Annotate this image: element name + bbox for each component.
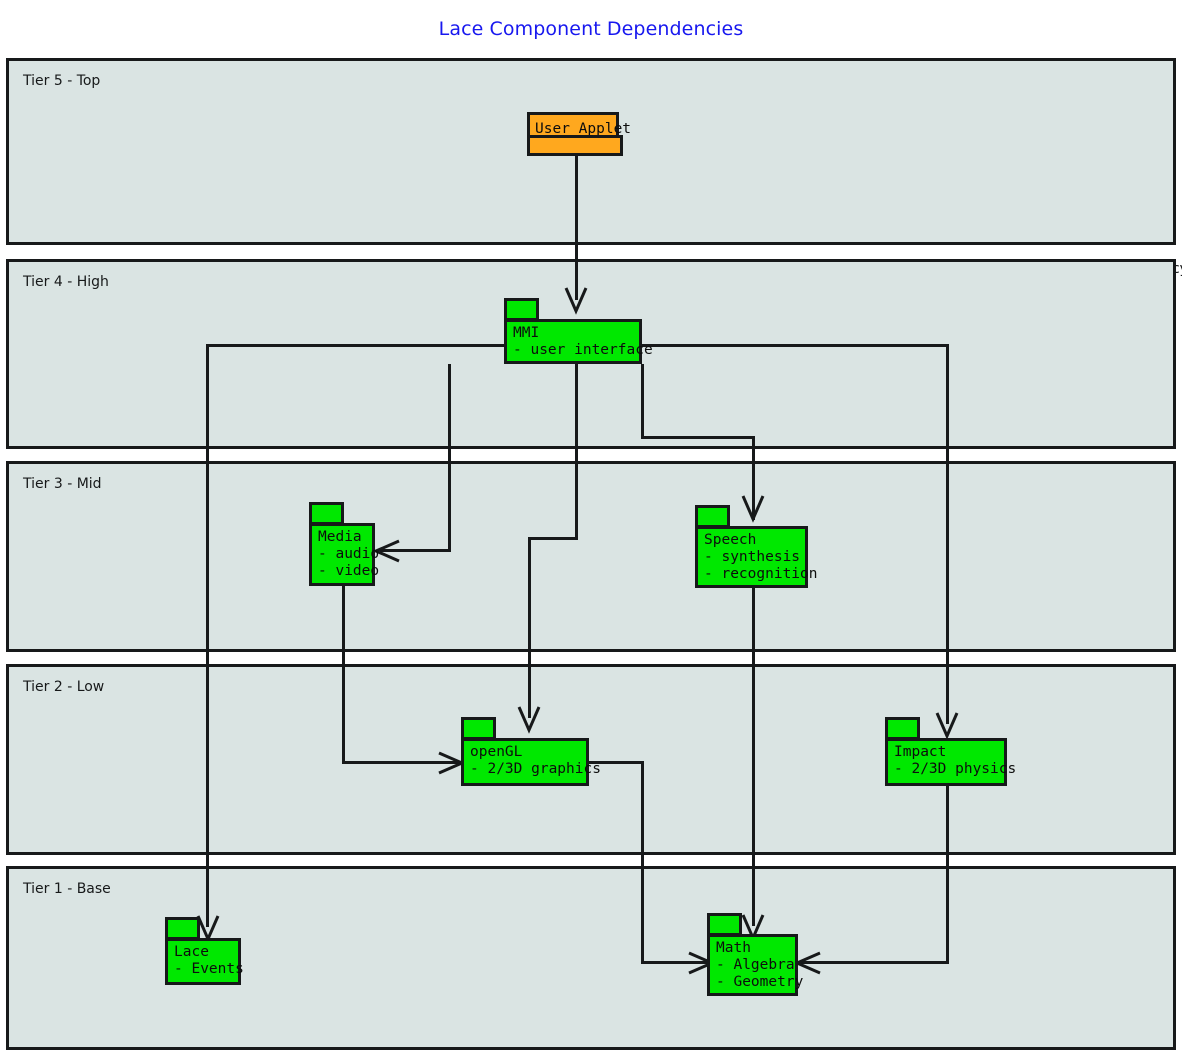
package-tab [461, 717, 496, 740]
component-detail: - 2/3D physics [894, 761, 1017, 777]
component-name: Speech [704, 532, 757, 548]
edge-mmi-impact-vertical [946, 344, 949, 724]
component-media[interactable]: Media - audio - video [309, 502, 380, 586]
edge-mmi-speech-vertical [752, 436, 755, 520]
component-name: Math [716, 940, 751, 956]
component-user-applet[interactable]: User Applet [527, 112, 631, 156]
component-detail: - video [318, 563, 380, 579]
package-tab [309, 502, 344, 525]
edge-opengl-math-vertical [641, 761, 644, 964]
package-body: Media - audio - video [309, 523, 380, 586]
component-detail: - Events [174, 961, 244, 977]
edge-mmi-speech-stub [641, 364, 644, 439]
arrowhead-mmi-speech [741, 495, 765, 523]
component-detail: - recognition [704, 566, 818, 582]
edge-mmi-lace-vertical [206, 344, 209, 927]
edge-mmi-media-vertical [448, 364, 451, 552]
page-title: Lace Component Dependencies [438, 18, 744, 40]
package-tab [695, 505, 730, 528]
package-tab [165, 917, 200, 940]
component-detail: - Algebra [716, 957, 795, 973]
component-detail: - 2/3D graphics [470, 761, 601, 777]
package-tab [885, 717, 920, 740]
edge-mmi-opengl-vertical-lower [528, 537, 531, 718]
edge-mmi-media-horizontal [380, 549, 451, 552]
arrowhead-userapplet-mmi [564, 287, 588, 315]
package-body: openGL - 2/3D graphics [461, 738, 601, 786]
arrowhead-mmi-impact [935, 712, 959, 740]
component-name: Impact [894, 744, 947, 760]
component-name: openGL [470, 744, 523, 760]
package-tab [707, 913, 742, 936]
component-detail: - user interface [513, 342, 653, 358]
arrowhead-mmi-media [372, 539, 400, 563]
edge-impact-math-horizontal [800, 961, 949, 964]
arrowhead-mmi-opengl [517, 706, 541, 734]
component-lace[interactable]: Lace - Events [165, 917, 244, 985]
package-body: MMI - user interface [504, 319, 653, 364]
component-name: Lace [174, 944, 209, 960]
tier-container-mid: Tier 3 - Mid [6, 461, 1176, 652]
edge-speech-math-vertical [752, 586, 755, 926]
component-mmi[interactable]: MMI - user interface [504, 298, 653, 364]
component-detail: - Geometry [716, 974, 804, 990]
component-math[interactable]: Math - Algebra - Geometry [707, 913, 804, 996]
package-body: Impact - 2/3D physics [885, 738, 1017, 786]
tier-label-top: Tier 5 - Top [23, 73, 101, 89]
component-detail: - synthesis [704, 549, 801, 565]
component-speech[interactable]: Speech - synthesis - recognition [695, 505, 818, 588]
component-name: MMI [513, 325, 540, 341]
package-body: Speech - synthesis - recognition [695, 526, 818, 588]
component-name: Media [318, 529, 362, 545]
tier-label-high: Tier 4 - High [23, 274, 109, 290]
component-detail: - audio [318, 546, 380, 562]
package-body: Math - Algebra - Geometry [707, 934, 804, 996]
edge-mmi-west-horizontal [206, 344, 506, 347]
component-name: User Applet [535, 121, 632, 137]
component-opengl[interactable]: openGL - 2/3D graphics [461, 717, 601, 786]
edge-media-opengl-vertical [342, 584, 345, 763]
tier-label-mid: Tier 3 - Mid [23, 476, 102, 492]
tier-label-low: Tier 2 - Low [23, 679, 105, 695]
edge-media-opengl-horizontal [342, 761, 460, 764]
edge-mmi-opengl-horizontal [528, 537, 578, 540]
edge-mmi-speech-horizontal [641, 436, 755, 439]
tier-label-base: Tier 1 - Base [23, 881, 111, 897]
edge-mmi-opengl-vertical-upper [575, 364, 578, 539]
package-body: Lace - Events [165, 938, 244, 985]
edge-opengl-math-horizontal-bottom [641, 961, 709, 964]
edge-mmi-east-horizontal [641, 344, 949, 347]
package-body [527, 135, 623, 156]
arrowhead-impact-math [793, 951, 821, 975]
edge-userapplet-mmi-vertical [575, 155, 578, 300]
edge-opengl-math-horizontal-top [588, 761, 644, 764]
edge-impact-math-vertical [946, 786, 949, 964]
package-tab [504, 298, 539, 321]
component-impact[interactable]: Impact - 2/3D physics [885, 717, 1017, 786]
